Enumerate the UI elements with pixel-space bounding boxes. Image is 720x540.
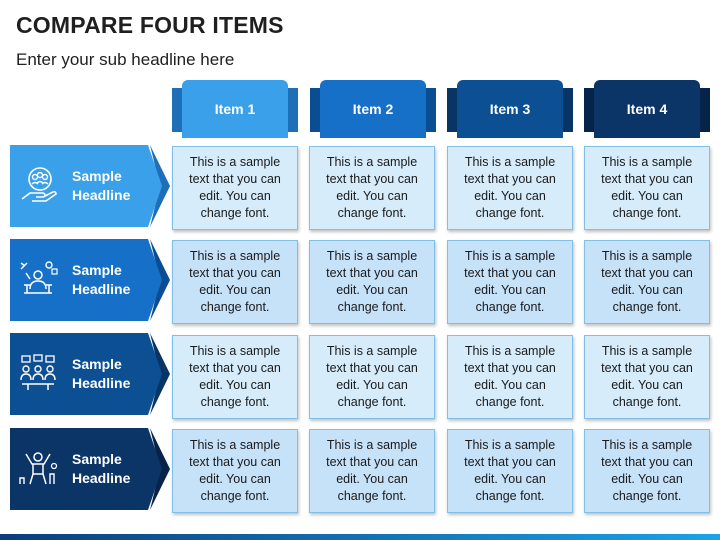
column-header-label: Item 2 (352, 101, 394, 117)
page-title: COMPARE FOUR ITEMS (16, 12, 284, 38)
cell-r2-c2[interactable]: This is a sample text that you can edit.… (309, 240, 435, 324)
team-meeting-icon (20, 354, 56, 390)
row-header-arrow (10, 333, 170, 415)
column-header-side (286, 88, 298, 132)
bottom-accent-bar (0, 534, 720, 540)
column-header-tab (457, 80, 563, 138)
cell-r4-c2[interactable]: This is a sample text that you can edit.… (309, 429, 435, 513)
row-headline-line1: Sample (72, 451, 122, 467)
column-header-side (698, 88, 710, 132)
page-subtitle: Enter your sub headline here (16, 50, 235, 69)
row-headline-line2: Headline (72, 375, 131, 391)
column-header-item-1[interactable]: Item 1 (172, 80, 298, 138)
row-headline-line2: Headline (72, 470, 131, 486)
column-header-side (424, 88, 436, 132)
row-header-arrow (10, 145, 170, 227)
hand-holding-people-icon (21, 167, 57, 202)
cell-r2-c1[interactable]: This is a sample text that you can edit.… (172, 240, 298, 324)
row-headline-line1: Sample (72, 262, 122, 278)
cell-r2-c3[interactable]: This is a sample text that you can edit.… (447, 240, 573, 324)
column-header-side (172, 88, 184, 132)
row-header-arrow (10, 239, 170, 321)
column-header-side (447, 88, 459, 132)
row-headline-line1: Sample (72, 168, 122, 184)
column-header-item-4[interactable]: Item 4 (584, 80, 710, 138)
column-header-tab (320, 80, 426, 138)
cell-r1-c1[interactable]: This is a sample text that you can edit.… (172, 146, 298, 230)
column-header-label: Item 4 (626, 101, 668, 117)
column-header-item-3[interactable]: Item 3 (447, 80, 573, 138)
row-headline-line2: Headline (72, 187, 131, 203)
column-header-tab (594, 80, 700, 138)
column-header-label: Item 3 (489, 101, 531, 117)
column-header-side (561, 88, 573, 132)
cell-r2-c4[interactable]: This is a sample text that you can edit.… (584, 240, 710, 324)
row-headline-line1: Sample (72, 356, 122, 372)
cell-r3-c1[interactable]: This is a sample text that you can edit.… (172, 335, 298, 419)
cell-r3-c4[interactable]: This is a sample text that you can edit.… (584, 335, 710, 419)
row-headline-line2: Headline (72, 281, 131, 297)
column-header-item-2[interactable]: Item 2 (310, 80, 436, 138)
success-person-icon (19, 452, 58, 485)
row-header-arrow (10, 428, 170, 510)
column-header-label: Item 1 (214, 101, 256, 117)
column-header-side (310, 88, 322, 132)
cell-r1-c4[interactable]: This is a sample text that you can edit.… (584, 146, 710, 230)
cell-r4-c4[interactable]: This is a sample text that you can edit.… (584, 429, 710, 513)
cell-r3-c3[interactable]: This is a sample text that you can edit.… (447, 335, 573, 419)
cell-r4-c1[interactable]: This is a sample text that you can edit.… (172, 429, 298, 513)
cell-r1-c3[interactable]: This is a sample text that you can edit.… (447, 146, 573, 230)
column-header-tab (182, 80, 288, 138)
column-header-side (584, 88, 596, 132)
cell-r4-c3[interactable]: This is a sample text that you can edit.… (447, 429, 573, 513)
presenter-ideas-icon (20, 261, 58, 294)
cell-r1-c2[interactable]: This is a sample text that you can edit.… (309, 146, 435, 230)
cell-r3-c2[interactable]: This is a sample text that you can edit.… (309, 335, 435, 419)
